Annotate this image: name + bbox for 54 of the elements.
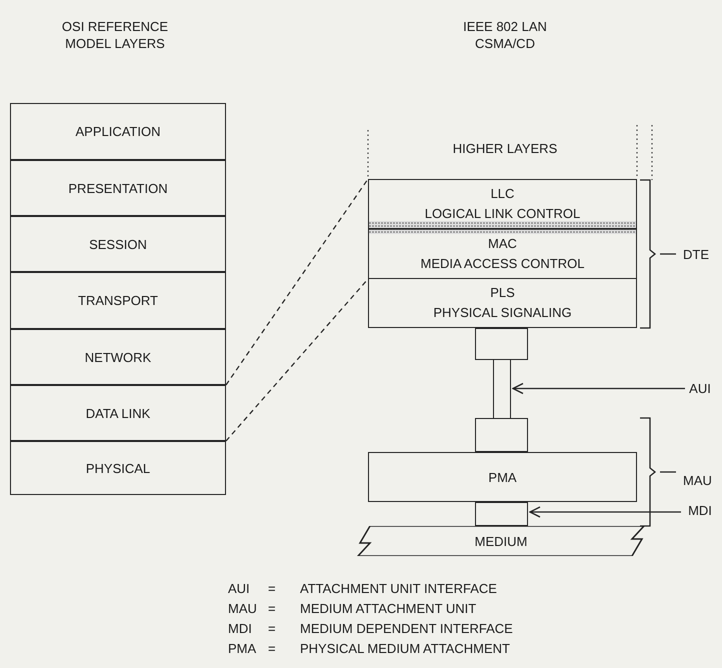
interface-label: AUI: [685, 380, 715, 397]
abbreviation: MAU: [228, 600, 257, 617]
layer-box: [10, 385, 226, 441]
layer-box: [10, 103, 226, 160]
connector-box: [475, 502, 528, 526]
arrow: [529, 506, 681, 518]
connector-box: [475, 418, 528, 452]
layer-box: [10, 272, 226, 329]
layer-box: [10, 216, 226, 272]
layer-box: [368, 452, 637, 502]
equals-sign: =: [268, 620, 276, 637]
medium-band: [356, 526, 646, 556]
interface-label: MDI: [685, 502, 715, 519]
layer-description: LOGICAL LINK CONTROL: [424, 205, 580, 223]
heading: OSI REFERENCE MODEL LAYERS: [60, 18, 170, 52]
abbreviation: PMA: [228, 640, 256, 657]
equals-sign: =: [268, 640, 276, 657]
arrow: [512, 382, 685, 394]
connector-line: [226, 278, 368, 442]
connector-line: [226, 178, 368, 386]
cable-bar: [493, 360, 511, 418]
definition: PHYSICAL MEDIUM ATTACHMENT: [300, 640, 510, 657]
layer-box: [368, 279, 637, 328]
equals-sign: =: [268, 580, 276, 597]
layer-description: PHYSICAL SIGNALING: [433, 304, 572, 322]
layer-label: PHYSICAL: [86, 460, 150, 476]
layer-label: MAC: [488, 234, 517, 252]
layer-label: NETWORK: [84, 348, 152, 366]
layer-box: [10, 441, 226, 495]
abbreviation: AUI: [228, 580, 250, 597]
layer-box: [10, 160, 226, 216]
equals-sign: =: [268, 600, 276, 617]
layer-box: [10, 329, 226, 385]
layer-description: MEDIA ACCESS CONTROL: [420, 254, 584, 272]
layer-box: [368, 229, 637, 279]
layer-label: HIGHER LAYERS: [452, 140, 558, 157]
layer-label: PLS: [490, 284, 515, 302]
layer-label: MEDIUM: [474, 532, 528, 550]
layer-label: DATA LINK: [86, 404, 150, 422]
layer-label: PMA: [488, 468, 517, 486]
layer-label: LLC: [490, 185, 514, 203]
layer-label: TRANSPORT: [78, 292, 158, 309]
abbreviation: MDI: [228, 620, 252, 637]
definition: ATTACHMENT UNIT INTERFACE: [300, 580, 497, 597]
layer-label: PRESENTATION: [68, 180, 168, 196]
layer-label: SESSION: [89, 236, 147, 252]
layer-box: [368, 179, 637, 229]
heading: IEEE 802 LAN CSMA/CD: [462, 18, 548, 52]
definition: MEDIUM ATTACHMENT UNIT: [300, 600, 476, 617]
connector-box: [475, 328, 528, 360]
brace-label: MAU: [683, 472, 712, 489]
brace-label: DTE: [683, 246, 709, 263]
layer-label: APPLICATION: [75, 123, 160, 140]
definition: MEDIUM DEPENDENT INTERFACE: [300, 620, 513, 637]
